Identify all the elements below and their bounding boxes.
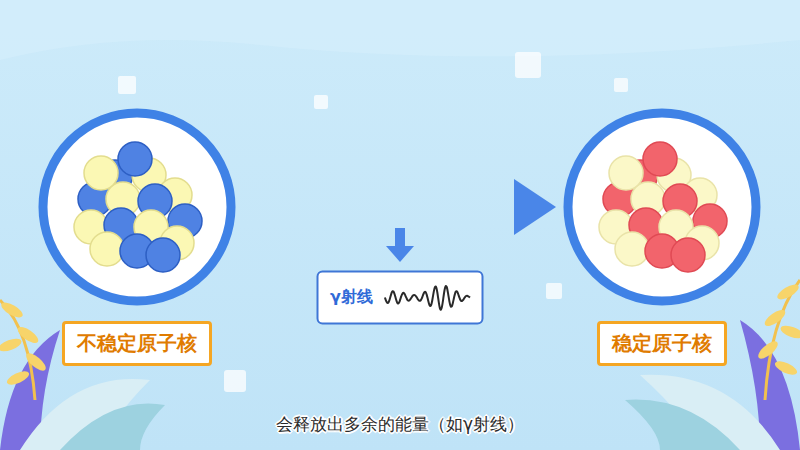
nucleus-circle: 稳定原子核 — [562, 107, 762, 307]
nucleus-illustration — [562, 107, 762, 307]
down-arrow — [386, 228, 414, 262]
nucleus-label: 稳定原子核 — [597, 321, 727, 366]
radiation-label: γ射线 — [330, 287, 373, 308]
subtitle-caption: 会释放出多余的能量（如γ射线） — [0, 413, 800, 436]
nucleus-circle: 不稳定原子核 — [37, 107, 237, 307]
process-arrow — [259, 179, 556, 235]
radiation-box: γ射线 — [316, 270, 484, 325]
nucleus-label: 不稳定原子核 — [62, 321, 212, 366]
nucleus-illustration — [37, 107, 237, 307]
gamma-wave — [385, 286, 470, 310]
